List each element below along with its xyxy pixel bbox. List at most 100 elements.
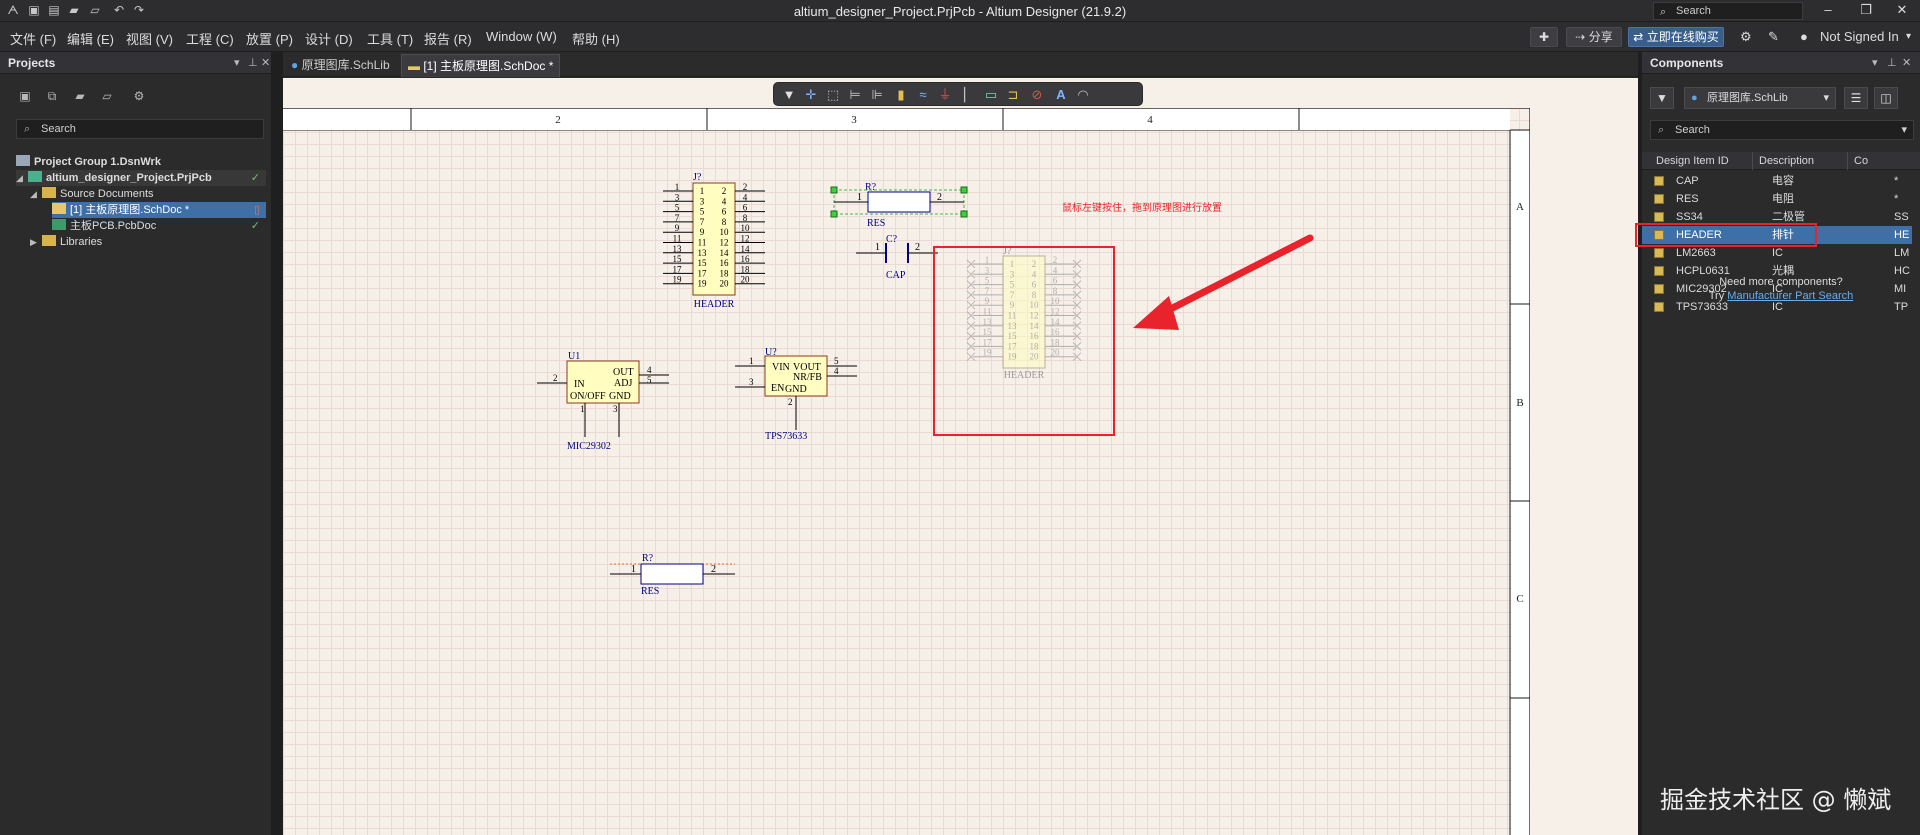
panel-close-icon[interactable]: ✕: [1902, 57, 1912, 69]
buy-online-button[interactable]: ⇄ 立即在线购买: [1628, 27, 1724, 47]
chat-button[interactable]: ✚: [1530, 27, 1558, 47]
project-options-icon[interactable]: ▱: [102, 89, 112, 103]
panel-close-icon[interactable]: ✕: [261, 57, 271, 69]
projects-search-input[interactable]: ⌕ Search: [16, 119, 264, 139]
collapse-arrow-icon[interactable]: ◢: [16, 173, 23, 183]
align-icon[interactable]: ⊨: [849, 87, 861, 102]
part-tps73633[interactable]: U? VIN VOUT NR/FB EN GND 1 5 4 3 2: [735, 347, 857, 442]
sheet-symbol-icon[interactable]: ▭: [984, 87, 998, 102]
place-wire-icon[interactable]: ≈: [919, 87, 927, 102]
menu-design[interactable]: 设计 (D): [305, 32, 353, 47]
list-menu-button[interactable]: ☰: [1844, 87, 1868, 109]
panel-pin-icon[interactable]: ⊥: [1887, 57, 1897, 69]
selection-handle[interactable]: [960, 210, 968, 218]
save-icon[interactable]: ▣: [28, 3, 40, 17]
compile-icon[interactable]: ⧉: [47, 89, 57, 103]
menu-help[interactable]: 帮助 (H): [572, 32, 620, 47]
selection-handle[interactable]: [960, 186, 968, 194]
menu-project[interactable]: 工程 (C): [186, 32, 234, 47]
save-all-icon[interactable]: ▤: [48, 3, 60, 17]
search-dropdown-icon[interactable]: ▾: [1901, 124, 1907, 136]
part-mic29302[interactable]: U1 OUT IN ADJ ON/OFF GND 4 2 5 1 3: [537, 351, 669, 452]
redo-icon[interactable]: ↷: [133, 3, 145, 17]
panel-menu-icon[interactable]: ▾: [234, 57, 240, 69]
menu-window[interactable]: Window (W): [486, 29, 557, 44]
port-icon[interactable]: ⊐: [1007, 87, 1019, 102]
minimize-button[interactable]: –: [1824, 2, 1832, 17]
pin-label: 14: [1030, 321, 1040, 331]
place-part-icon[interactable]: ▮: [897, 87, 905, 102]
part-capacitor[interactable]: C? 1 2 CAP: [856, 234, 938, 281]
menu-reports[interactable]: 报告 (R): [424, 32, 472, 47]
bus-entry-icon[interactable]: ▏: [964, 87, 974, 102]
tab-schdoc[interactable]: ▬ [1] 主板原理图.SchDoc *: [401, 54, 561, 77]
column-header-extra[interactable]: Co: [1847, 152, 1868, 170]
project-folder-icon[interactable]: ▰: [75, 89, 85, 103]
align-left-icon[interactable]: ⊫: [871, 87, 883, 102]
tree-item-pcb[interactable]: 主板PCB.PcbDoc ✓: [52, 218, 266, 234]
restore-button[interactable]: ❐: [1860, 2, 1872, 17]
arc-tool-icon[interactable]: ◠: [1077, 87, 1089, 102]
no-connect-mark: [966, 321, 976, 331]
settings-gear-icon[interactable]: ⚙: [1740, 29, 1752, 44]
tab-schlib[interactable]: ● 原理图库.SchLib: [285, 54, 396, 77]
library-select[interactable]: ● 原理图库.SchLib ▾: [1684, 87, 1836, 109]
components-search-input[interactable]: ⌕ Search ▾: [1650, 120, 1914, 140]
part-resistor-selected[interactable]: R? 1 2 RES: [830, 182, 968, 229]
tree-item-project[interactable]: ◢altium_designer_Project.PrjPcb ✓: [16, 170, 266, 186]
text-tool-icon[interactable]: A: [1056, 87, 1066, 102]
select-box-icon[interactable]: ⬚: [826, 87, 840, 102]
user-dropdown-icon[interactable]: ▾: [1906, 31, 1912, 42]
user-status[interactable]: Not Signed In: [1820, 29, 1899, 44]
global-search-input[interactable]: ⌕ Search: [1653, 2, 1803, 20]
power-port-icon[interactable]: ⏚: [938, 87, 952, 102]
menu-place[interactable]: 放置 (P): [246, 32, 293, 47]
column-header-description[interactable]: Description: [1752, 152, 1814, 170]
notifications-icon[interactable]: ✎: [1768, 29, 1779, 44]
tree-item-libraries[interactable]: ▶Libraries: [30, 234, 266, 250]
collapse-arrow-icon[interactable]: ◢: [30, 189, 37, 199]
tree-item-schematic[interactable]: [1] 主板原理图.SchDoc * ▯: [52, 202, 266, 218]
filter-button[interactable]: ▼: [1650, 87, 1674, 109]
selection-handle[interactable]: [830, 186, 838, 194]
filter-icon[interactable]: ▼: [782, 87, 796, 102]
directive-icon[interactable]: ⊘: [1031, 87, 1043, 102]
share-button[interactable]: ⇢ 分享: [1566, 27, 1622, 47]
menu-view[interactable]: 视图 (V): [126, 32, 173, 47]
panel-splitter[interactable]: [272, 52, 283, 835]
panel-splitter[interactable]: [1638, 52, 1642, 835]
open-folder-icon[interactable]: ▰: [69, 3, 79, 17]
manufacturer-part-search-link[interactable]: Manufacturer Part Search: [1727, 290, 1854, 302]
pin-label: 6: [1032, 280, 1037, 290]
column-header-id[interactable]: Design Item ID: [1656, 155, 1729, 167]
tree-item-source-documents[interactable]: ◢Source Documents: [30, 186, 266, 202]
panel-pin-icon[interactable]: ⊥: [248, 57, 258, 69]
undo-icon[interactable]: ↶: [113, 3, 125, 17]
open-project-icon[interactable]: ▱: [90, 3, 100, 17]
move-icon[interactable]: ✛: [805, 87, 817, 102]
part-resistor[interactable]: R? 1 2 RES: [610, 553, 735, 597]
project-settings-gear-icon[interactable]: ⚙: [133, 89, 145, 103]
expand-arrow-icon[interactable]: ▶: [30, 237, 37, 247]
save-project-icon[interactable]: ▣: [19, 89, 31, 103]
menu-file[interactable]: 文件 (F): [10, 32, 57, 47]
close-button[interactable]: ✕: [1896, 2, 1908, 17]
menu-edit[interactable]: 编辑 (E): [67, 32, 114, 47]
tree-item-workspace[interactable]: Project Group 1.DsnWrk: [16, 154, 266, 170]
selection-handle[interactable]: [830, 210, 838, 218]
panel-layout-button[interactable]: ◫: [1874, 87, 1898, 109]
panel-menu-icon[interactable]: ▾: [1872, 57, 1878, 69]
menu-tools[interactable]: 工具 (T): [367, 32, 414, 47]
